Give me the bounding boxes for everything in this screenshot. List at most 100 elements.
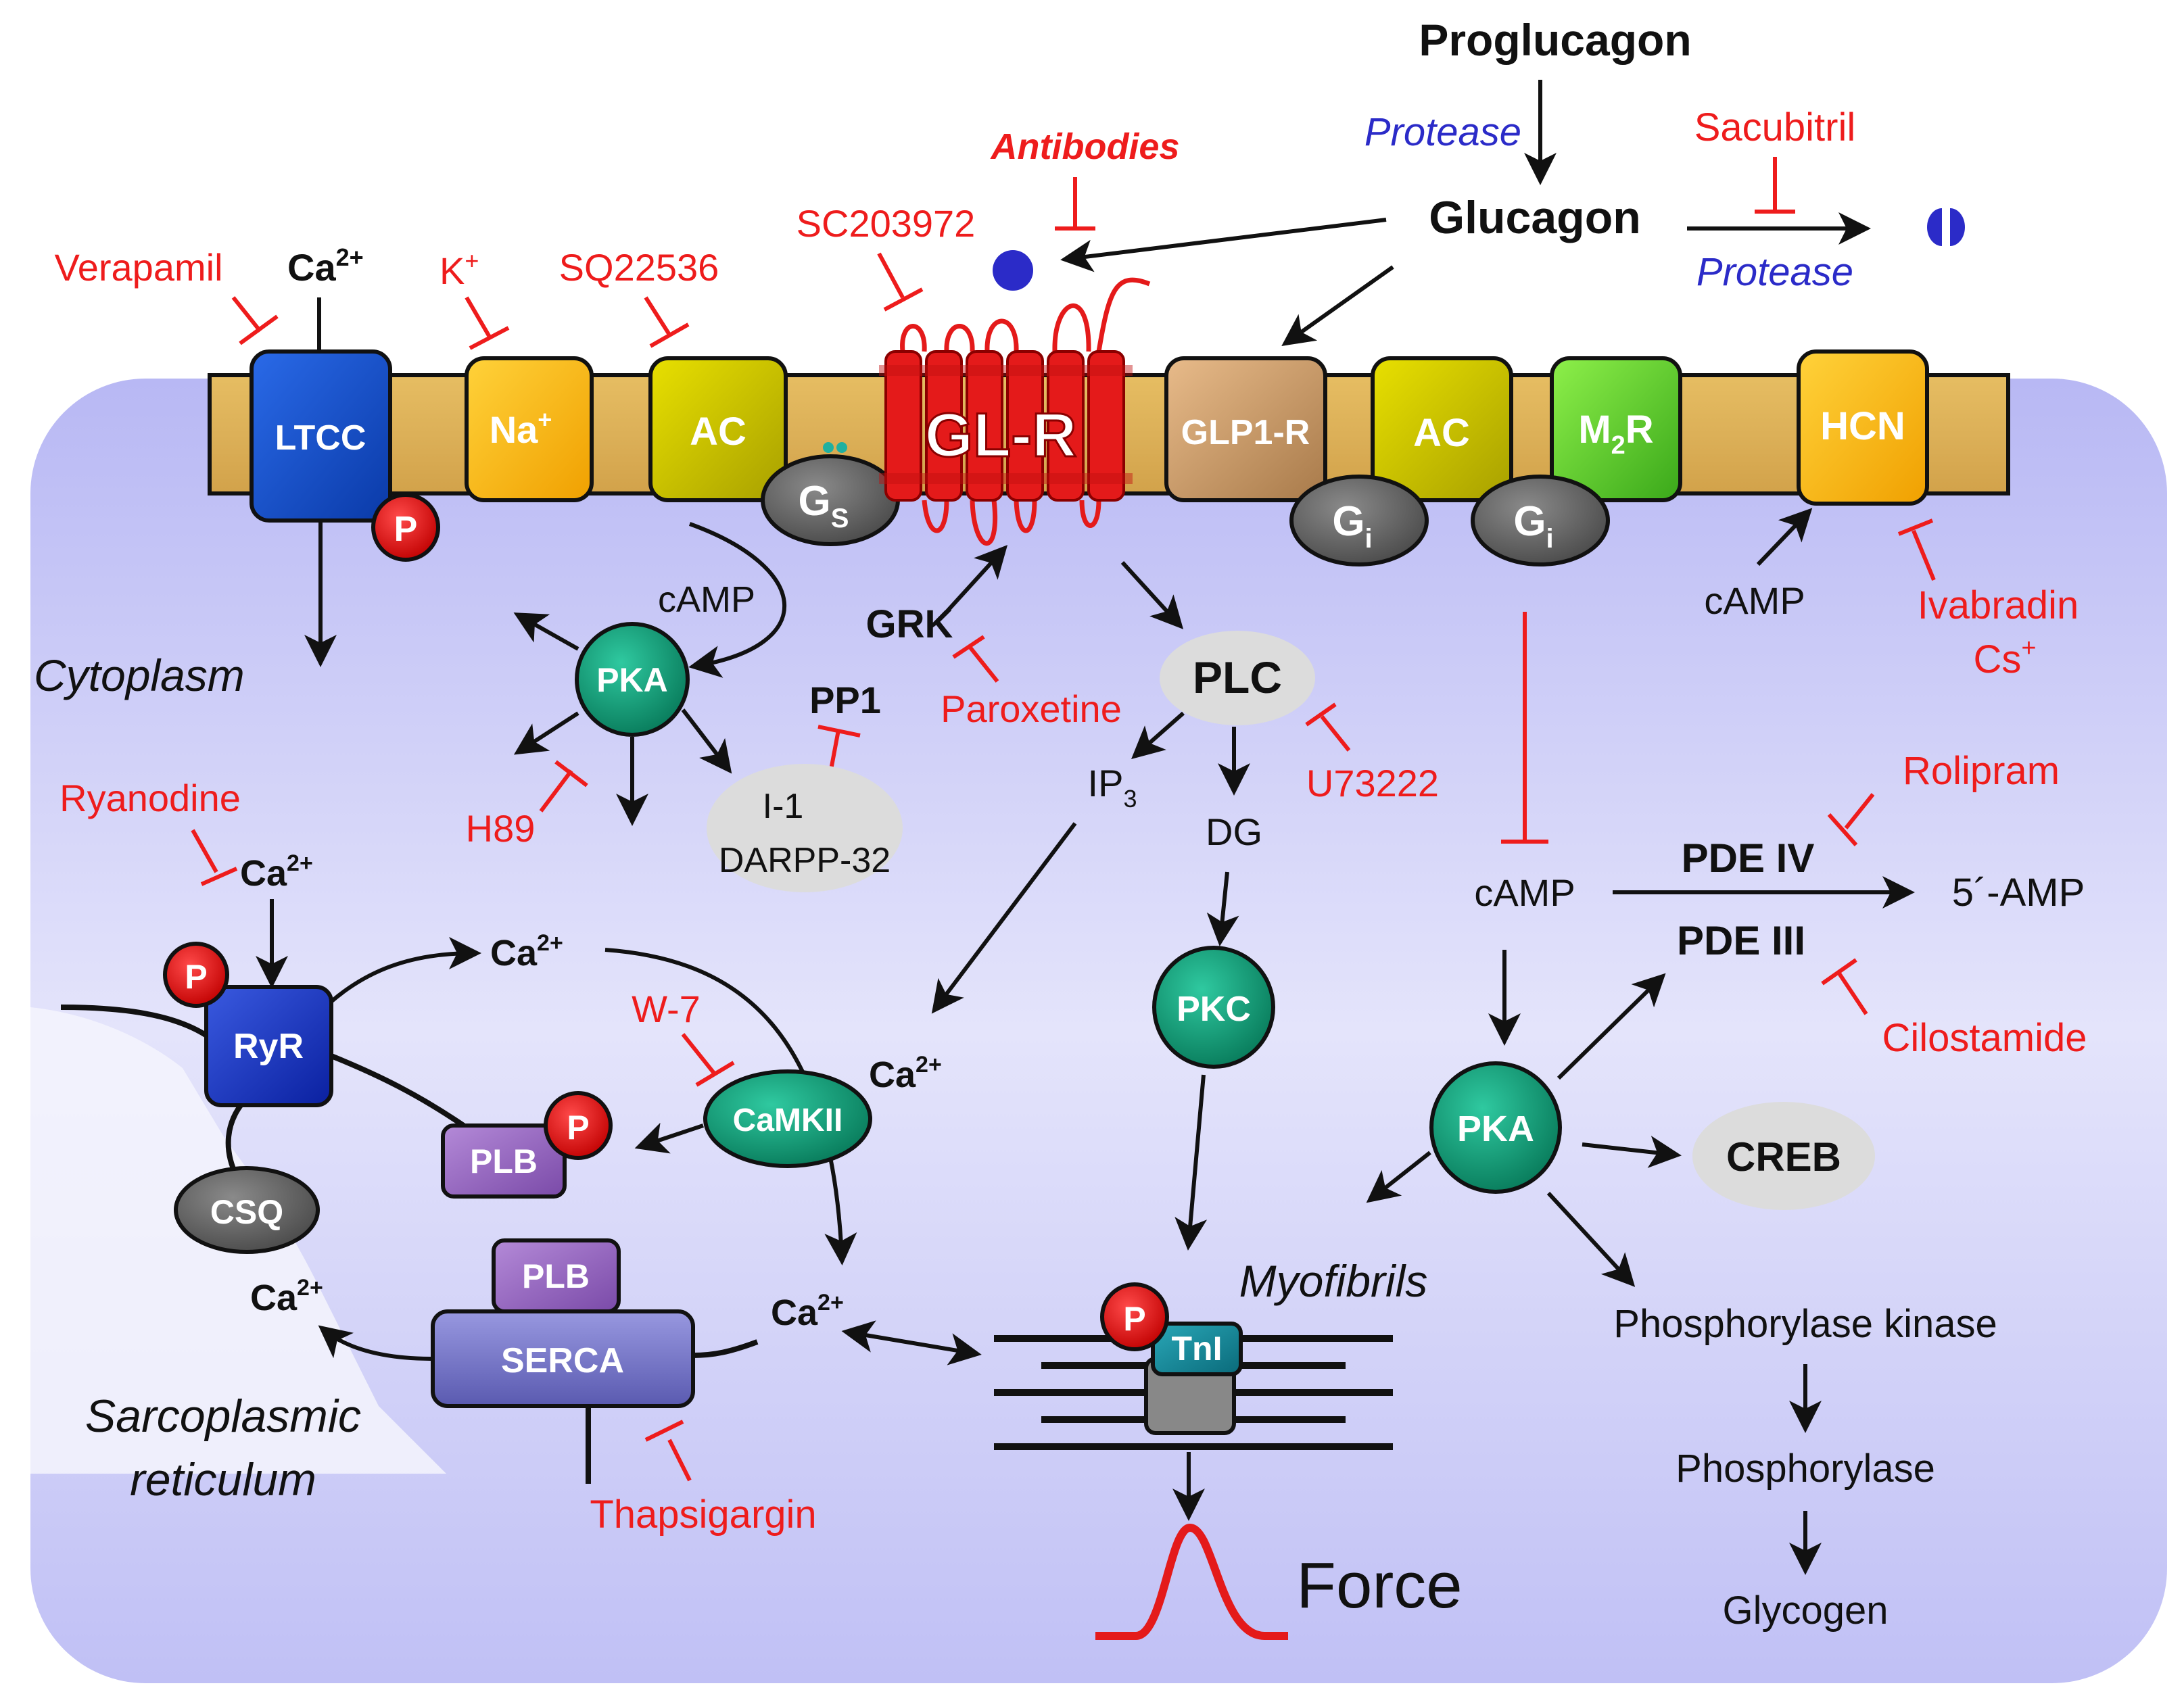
tni-label: TnI (1172, 1330, 1222, 1368)
ryanodine-label: Ryanodine (60, 777, 241, 819)
ac-left-label: AC (690, 410, 746, 454)
arrow-plc-to-ip3 (1131, 711, 1185, 759)
glucagon-receptor (879, 277, 1151, 546)
verapamil-label: Verapamil (54, 246, 222, 289)
plb-phospho (441, 1123, 567, 1199)
plc-label: PLC (1193, 652, 1282, 702)
gi1-label: Gi (1332, 498, 1372, 554)
i1-label: I-1 (763, 787, 804, 826)
glucagon-molecule-icon (993, 250, 1033, 291)
h89-inhibition (539, 760, 588, 813)
arrow-ca-myofibrils (841, 1320, 982, 1365)
arrow-pka-up-left (513, 612, 579, 651)
arrow-glucagon-to-glp1r (1281, 265, 1394, 346)
sr-membrane-line (60, 1005, 212, 1040)
gs-link-dot (836, 442, 847, 453)
arrow-pka-down-left-right (1366, 1151, 1431, 1203)
pkc-label: PKC (1177, 990, 1251, 1029)
glucagon-label: Glucagon (1429, 192, 1641, 243)
ip3-label: IP3 (1088, 762, 1137, 813)
proglucagon-label: Proglucagon (1419, 15, 1691, 65)
curve-ryr-to-plb (327, 1052, 469, 1130)
force-curve (1095, 1523, 1288, 1640)
ltcc-label: LTCC (275, 418, 366, 458)
paroxetine-label: Paroxetine (941, 687, 1122, 730)
camp-hcn-label: cAMP (1704, 579, 1805, 622)
camkii-kinase (703, 1069, 872, 1168)
pka-right-label: PKA (1457, 1109, 1534, 1149)
ltcc-phospho-badge (371, 493, 440, 562)
cilostamide-label: Cilostamide (1882, 1016, 2087, 1060)
myofibrils-label: Myofibrils (1239, 1256, 1428, 1306)
gi-inhibition-camp (1501, 612, 1548, 844)
arrow-ip3-to-ca (931, 822, 1077, 1014)
pde3-label: PDE III (1677, 918, 1805, 963)
cytoplasm-ca-label: Ca2+ (869, 1052, 942, 1095)
plb-phospho-badge (544, 1091, 613, 1160)
m2r-label: M2R (1578, 408, 1653, 460)
w7-label: W-7 (632, 988, 701, 1030)
sr-ca-top-label: Ca2+ (490, 930, 563, 973)
cs-label: Cs+ (1973, 634, 2036, 681)
curve-ca-to-serca-ca (604, 948, 857, 1265)
ltcc-ca-label: Ca2+ (287, 243, 364, 289)
serca-ca-label: Ca2+ (771, 1290, 844, 1333)
plb-p-label: P (567, 1109, 589, 1146)
na-channel (465, 356, 594, 502)
arrow-pka-to-creb (1582, 1136, 1682, 1168)
curve-ac-to-pka (688, 522, 787, 678)
u73222-inhibition (1305, 702, 1351, 752)
cilostamide-inhibition (1821, 958, 1868, 1015)
phosphorylase-label: Phosphorylase (1676, 1447, 1935, 1491)
ivabradin-inhibition (1897, 518, 1936, 581)
na-label: Na+ (490, 406, 552, 451)
arrow-pkc-to-myofibrils (1174, 1074, 1208, 1251)
ryr-channel (204, 985, 333, 1107)
i1-darpp32-complex (707, 764, 903, 892)
tni-phospho-badge (1100, 1282, 1169, 1351)
ac-right-label: AC (1413, 411, 1470, 455)
k-ion-inhibition (465, 296, 510, 350)
adenylyl-cyclase-left (648, 356, 788, 502)
creb-factor (1692, 1102, 1875, 1210)
glp1-receptor (1164, 356, 1327, 502)
dg-label: DG (1206, 811, 1262, 853)
ltcc-p-label: P (394, 510, 418, 549)
arrow-pka-to-pde3 (1557, 973, 1666, 1080)
camp-right-label: cAMP (1474, 871, 1575, 914)
adenylyl-cyclase-right (1371, 356, 1513, 502)
tni-p-label: P (1123, 1300, 1145, 1338)
ryr-phospho-badge (163, 942, 229, 1008)
curve-ca-into-serca (692, 1339, 759, 1358)
gi2-label: Gi (1513, 498, 1553, 554)
hcn-channel (1797, 349, 1929, 506)
sq22536-label: SQ22536 (559, 246, 719, 289)
pkc-kinase (1152, 946, 1275, 1069)
plc-enzyme (1160, 631, 1315, 725)
camkii-label: CaMKII (733, 1103, 843, 1138)
creb-label: CREB (1726, 1134, 1841, 1180)
rolipram-inhibition (1827, 793, 1875, 846)
amp-label: 5´-AMP (1952, 871, 2085, 915)
ivabradin-label: Ivabradin (1918, 583, 2079, 627)
pka-right-kinase (1429, 1061, 1562, 1194)
grk-label: GRK (866, 602, 953, 646)
glr-label: GL-R (925, 401, 1077, 470)
arrow-pka-down-left (513, 711, 579, 755)
sacubitril-inhibition (1755, 157, 1795, 214)
gi-protein-2 (1471, 475, 1610, 566)
glycogen-label: Glycogen (1722, 1589, 1888, 1633)
pka-left-kinase (575, 622, 690, 737)
ryr-p-label: P (185, 958, 207, 996)
pp1-label: PP1 (809, 679, 881, 721)
force-label: Force (1296, 1549, 1462, 1622)
k-ion-label: K+ (440, 247, 479, 292)
gi-protein-1 (1289, 475, 1429, 566)
arrow-camp-to-hcn (1756, 508, 1813, 566)
curve-ryr-to-ca (316, 937, 481, 1016)
gs-label: GS (799, 478, 849, 533)
arrow-glucagon-to-glr (1060, 218, 1387, 272)
arrow-glr-to-plc (1120, 560, 1184, 629)
serca-label: SERCA (501, 1341, 624, 1380)
